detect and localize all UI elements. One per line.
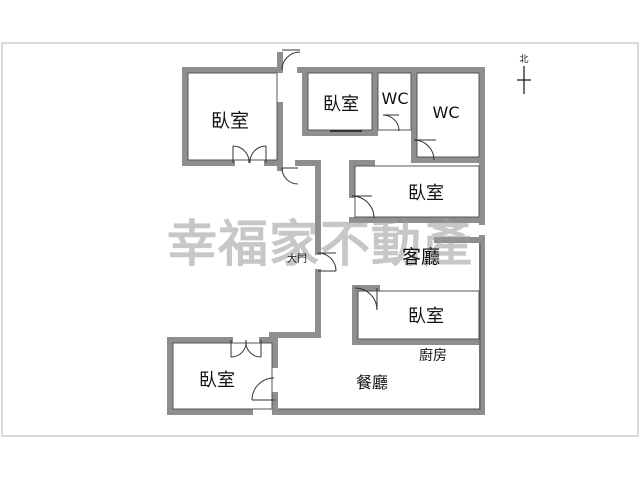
room-label-bedroom-right-upper: 臥室 bbox=[408, 183, 444, 204]
compass: 北 bbox=[517, 54, 531, 94]
room-label-bedroom-right-lower: 臥室 bbox=[408, 306, 444, 327]
compass-north-label: 北 bbox=[519, 54, 528, 65]
doors bbox=[230, 49, 436, 401]
plan-border bbox=[1, 42, 639, 437]
room-label-bedroom-top-left: 臥室 bbox=[211, 110, 249, 132]
room-label-wc-small: WC bbox=[382, 89, 409, 108]
watermark-text: 幸福家不動產 bbox=[167, 215, 473, 273]
room-label-wc-large: WC bbox=[433, 103, 460, 122]
room-label-bedroom-top-middle: 臥室 bbox=[323, 94, 359, 115]
room-label-main-door: 大門 bbox=[287, 252, 307, 265]
room-label-bedroom-bottom-left: 臥室 bbox=[199, 370, 235, 391]
walls bbox=[167, 52, 485, 415]
room-label-dining-room: 餐廳 bbox=[356, 373, 388, 392]
room-label-living-room: 客廳 bbox=[402, 246, 440, 268]
room-label-kitchen: 廚房 bbox=[419, 347, 447, 364]
